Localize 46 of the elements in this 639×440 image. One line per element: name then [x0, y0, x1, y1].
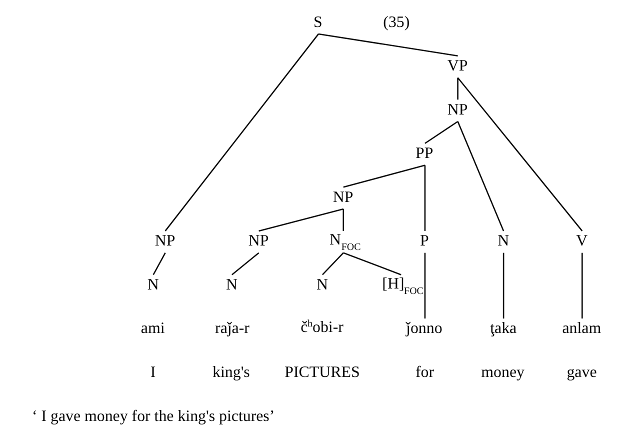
node-text: N [225, 276, 237, 294]
label: gave [566, 364, 596, 381]
connector [164, 34, 319, 232]
node-text: S [313, 14, 322, 31]
connector [342, 164, 425, 188]
connector [424, 120, 458, 144]
node-text: NP [154, 232, 175, 250]
node-text: [H]$_{FOC}$ [382, 275, 423, 297]
connector [456, 78, 458, 100]
connector [456, 77, 582, 232]
node-text: ami [140, 320, 164, 338]
node-text: anlam [562, 320, 601, 338]
node-text: č$^{h}$obi-r [300, 318, 343, 336]
connector [456, 121, 504, 232]
node-text: ţaka [490, 320, 516, 338]
connector [502, 252, 504, 318]
connector [318, 33, 458, 56]
label: (35) [382, 14, 410, 31]
connector [322, 252, 344, 276]
connector [342, 209, 344, 231]
label: PICTURES [284, 364, 360, 381]
connector [342, 252, 401, 276]
node-text: NP [248, 232, 268, 250]
node-text: ǰonno [406, 320, 442, 338]
node-text: N [146, 276, 158, 294]
node-text: V [576, 232, 588, 250]
label: king's [212, 364, 250, 381]
node-text: NP [332, 188, 353, 206]
connector [424, 165, 426, 231]
node-text: P [419, 232, 428, 250]
node-text: N$_{FOC}$ [328, 232, 360, 254]
node-text: VP [446, 58, 468, 75]
connector [581, 252, 582, 318]
label: money [480, 364, 524, 381]
node-text: raǰa-r [214, 320, 249, 338]
connector [424, 252, 426, 318]
label: for [415, 364, 434, 381]
node-text: PP [415, 145, 433, 162]
connector [231, 252, 259, 276]
connector [152, 252, 166, 276]
node-text: N [316, 276, 328, 294]
node-text: NP [446, 101, 468, 118]
label: ‘ I gave money for the king's pictures’ [31, 408, 274, 425]
node-text: N [497, 232, 509, 250]
label: I [150, 364, 156, 381]
connector [258, 208, 344, 232]
